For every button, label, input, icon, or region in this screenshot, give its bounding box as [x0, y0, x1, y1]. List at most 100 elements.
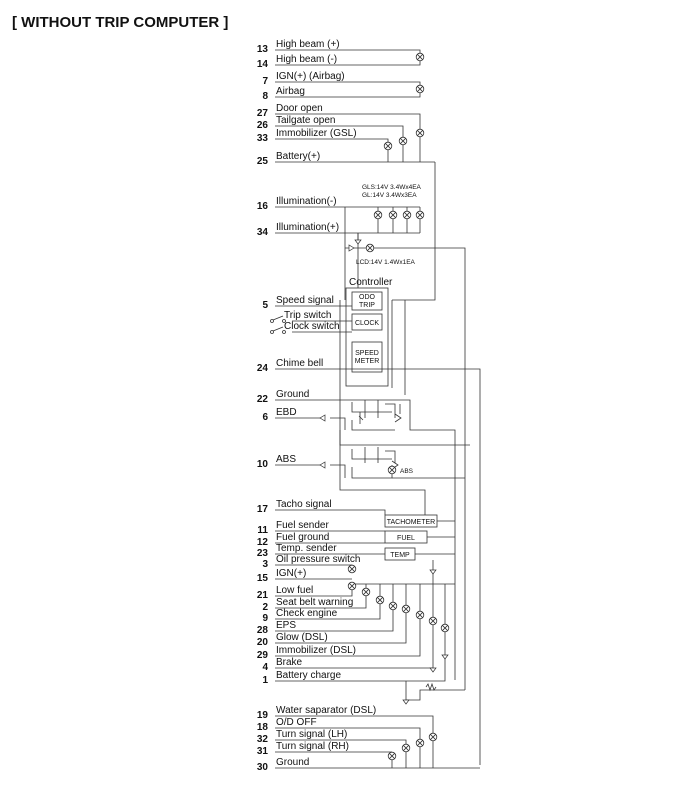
tacho-signal-wire [275, 509, 386, 515]
water-separator-lamp-icon [428, 732, 438, 742]
low-fuel-lamp-icon [347, 581, 357, 591]
pin-label: Ground [276, 757, 309, 768]
pin-label: Oil pressure switch [276, 554, 360, 565]
pin-number: 7 [262, 76, 268, 87]
odo-trip-label-1: ODO [359, 294, 376, 301]
pin-number: 27 [257, 108, 269, 119]
brake-lamp-icon [428, 616, 438, 626]
pin-label: Trip switch [284, 310, 331, 321]
illumination-return-bus [435, 247, 466, 690]
diode-icon [402, 699, 410, 705]
diode-icon [429, 667, 437, 673]
pin-label: Check engine [276, 608, 338, 619]
diagram-title: [ WITHOUT TRIP COMPUTER ] [12, 14, 228, 31]
pin-label: Illumination(+) [276, 222, 339, 233]
transistor-icon [394, 413, 402, 423]
pin-label: Speed signal [276, 295, 334, 306]
charge-regulator-circuit [405, 681, 465, 701]
pin-number: 6 [262, 412, 268, 423]
pin-label: Glow (DSL) [276, 632, 328, 643]
pin-number: 24 [257, 363, 269, 374]
check-engine-lamp-icon [375, 595, 385, 605]
eps-wire [275, 610, 394, 632]
pin-number: 32 [257, 734, 269, 745]
immobilizer-gsl-lamp-icon [383, 141, 393, 151]
turn-rh-lamp-icon [387, 751, 397, 761]
pin-number: 19 [257, 710, 269, 721]
pin-label: IGN(+) [276, 568, 306, 579]
tailgate-open-lamp-icon [398, 136, 408, 146]
clock-switch-lever [272, 326, 284, 332]
pin-label: Clock switch [284, 321, 340, 332]
glow-lamp-icon [401, 604, 411, 614]
illumination-lamp-icon [373, 210, 383, 220]
pin-number: 5 [262, 300, 268, 311]
pin-number: 3 [262, 559, 268, 570]
diode-icon [441, 654, 449, 660]
chime-bell-wire [275, 368, 481, 765]
tachometer-label: TACHOMETER [387, 519, 435, 526]
airbag-lamp-icon [415, 84, 425, 94]
pin-label: Chime bell [276, 358, 323, 369]
pin-number: 8 [262, 91, 268, 102]
pin-label: Door open [276, 103, 323, 114]
pin-label: Immobilizer (DSL) [276, 645, 356, 656]
high-beam-lamp-icon [415, 52, 425, 62]
battery-charge-wire [275, 632, 446, 682]
immobilizer-dsl-wire [275, 619, 421, 657]
pin-number: 22 [257, 394, 269, 405]
pin-label: High beam (+) [276, 39, 340, 50]
pin-label: Water saparator (DSL) [276, 705, 376, 716]
abs-lamp-icon [387, 465, 397, 475]
check-engine-wire [275, 604, 381, 620]
illumination-lamp-icon [415, 210, 425, 220]
fuel-gauge-label: FUEL [397, 535, 415, 542]
pin-number: 33 [257, 133, 269, 144]
water-separator-wire [275, 715, 434, 733]
pin-label: Battery(+) [276, 151, 320, 162]
door-open-lamp-icon [415, 128, 425, 138]
battery-charge-lamp-icon [440, 623, 450, 633]
turn-lh-wire [275, 739, 407, 744]
controller-title: Controller [349, 277, 393, 288]
pin-number: 26 [257, 120, 269, 131]
diode-icon [319, 414, 326, 422]
seat-belt-lamp-icon [361, 587, 371, 597]
pin-number: 23 [257, 548, 269, 559]
pin-label: High beam (-) [276, 54, 337, 65]
pin-label: Turn signal (RH) [276, 741, 349, 752]
abs-driver-circuit [330, 447, 465, 479]
diode-icon [354, 239, 362, 245]
speed-meter-label-1: SPEED [355, 350, 379, 357]
diode-icon [429, 569, 437, 575]
clock-block [351, 313, 383, 331]
diode-icon [319, 461, 326, 469]
pin-label: Seat belt warning [276, 597, 353, 608]
pin-label: Turn signal (LH) [276, 729, 347, 740]
pin-label: Immobilizer (GSL) [276, 128, 357, 139]
immobilizer-dsl-lamp-icon [415, 610, 425, 620]
pin-label: Temp. sender [276, 543, 337, 554]
trip-switch-lever [272, 315, 284, 321]
ebd-driver-circuit [330, 400, 470, 446]
pin-number: 31 [257, 746, 269, 757]
pin-number: 16 [257, 201, 269, 212]
speed-meter-label-2: METER [355, 358, 380, 365]
lcd-lamp-icon [365, 243, 375, 253]
pin-label: Brake [276, 657, 303, 668]
pin-label: Low fuel [276, 585, 313, 596]
pin-label: Fuel sender [276, 520, 329, 531]
pin-label: EBD [276, 407, 297, 418]
temp-gauge-label: TEMP [390, 552, 410, 559]
oil-pressure-lamp-icon [347, 564, 357, 574]
controller-bus [339, 300, 426, 515]
pin-label: EPS [276, 620, 296, 631]
pin-label: Airbag [276, 86, 305, 97]
abs-lamp-note: ABS [400, 468, 414, 475]
diode-icon [348, 244, 355, 252]
low-fuel-wire [275, 590, 353, 597]
pin-label: Tailgate open [276, 115, 336, 126]
odo-trip-block [351, 291, 383, 311]
